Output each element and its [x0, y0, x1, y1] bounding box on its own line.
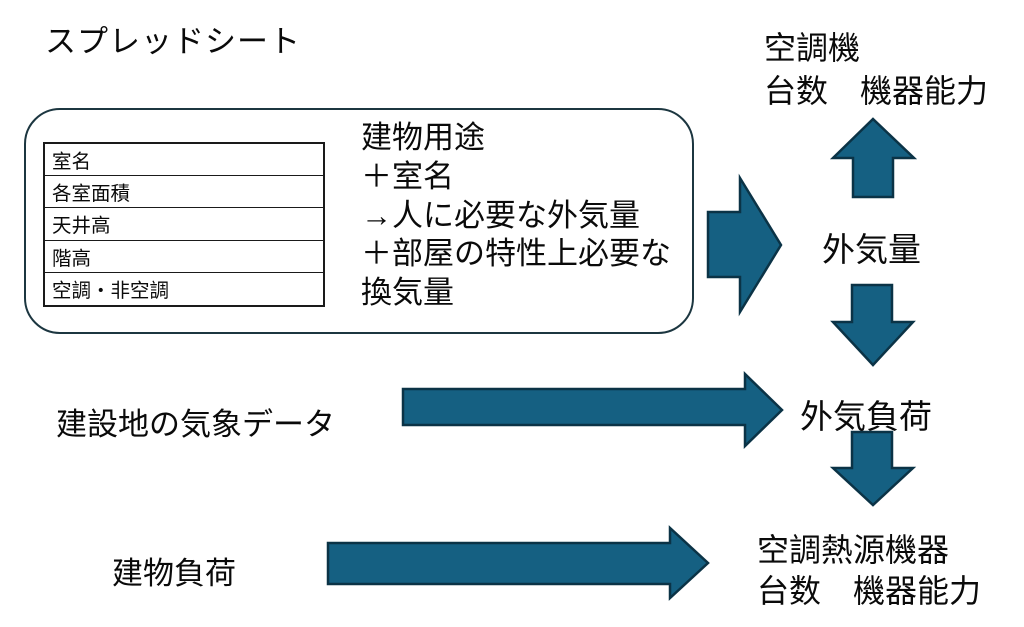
- table-row: 天井高: [45, 208, 323, 241]
- weather-data-label: 建設地の気象データ: [56, 407, 335, 442]
- outdoor-air-load-label: 外気負荷: [800, 398, 932, 435]
- room-input-table: 室名 各室面積 天井高 階高 空調・非空調: [43, 142, 325, 307]
- down-arrow-outdoor-load-to-heat-source: [829, 430, 917, 507]
- description-line: →人に必要な外気量: [361, 197, 640, 233]
- right-arrow-box-to-outdoor-air: [706, 173, 783, 317]
- right-arrow-weather-to-outdoor-load: [401, 371, 784, 449]
- spreadsheet-box: [24, 108, 694, 334]
- down-arrow-outdoor-air-to-outdoor-load: [830, 283, 916, 367]
- heat-source-line2: 台数 機器能力: [757, 573, 982, 609]
- ac-unit-line2: 台数 機器能力: [764, 73, 989, 109]
- table-row: 階高: [45, 241, 323, 273]
- box-description: 建物用途 ＋室名 →人に必要な外気量 ＋部屋の特性上必要な 換気量: [361, 119, 671, 313]
- right-arrow-building-load-to-heat-source: [326, 525, 710, 601]
- heat-source-line1: 空調熱源機器: [757, 532, 950, 568]
- page-title: スプレッドシート: [45, 24, 301, 59]
- table-row: 各室面積: [45, 176, 323, 209]
- description-line: 換気量: [361, 275, 454, 311]
- ac-unit-line1: 空調機: [764, 30, 861, 66]
- ac-unit-label: 空調機 台数 機器能力: [764, 27, 988, 113]
- heat-source-label: 空調熱源機器 台数 機器能力: [757, 530, 981, 612]
- description-line: ＋部屋の特性上必要な: [361, 236, 671, 272]
- outdoor-air-volume-label: 外気量: [822, 231, 921, 268]
- up-arrow-outdoor-air-to-ac-unit: [829, 117, 918, 199]
- description-line: ＋室名: [361, 158, 454, 194]
- description-line: 建物用途: [361, 120, 485, 155]
- table-row: 室名: [45, 144, 323, 177]
- building-load-label: 建物負荷: [112, 556, 236, 591]
- table-row: 空調・非空調: [52, 280, 170, 303]
